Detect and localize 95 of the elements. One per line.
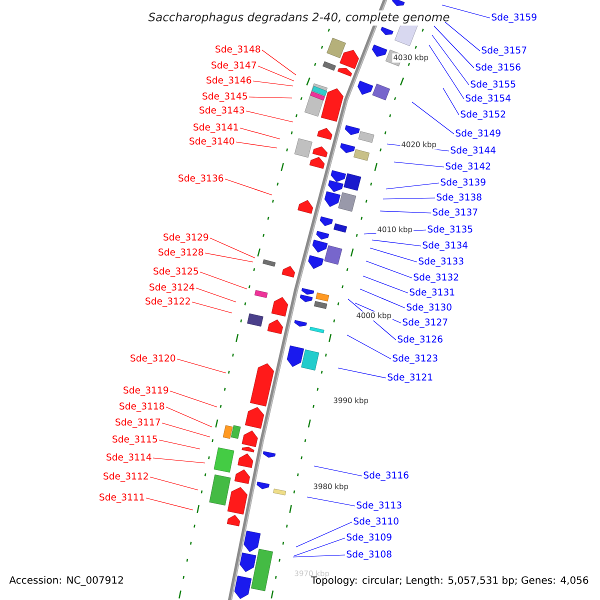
leader-line	[240, 128, 280, 140]
gene-label: Sde_3137	[432, 208, 478, 218]
gene-label: Sde_3143	[200, 106, 244, 116]
leader-line	[294, 538, 346, 556]
gene-label: Sde_3147	[212, 61, 256, 71]
leader-line	[192, 302, 232, 314]
leader-line	[146, 498, 194, 510]
gene-label: Sde_3140	[190, 137, 234, 147]
leader-line	[338, 368, 386, 378]
gene-label: Sde_3133	[418, 257, 464, 267]
gene-label: Sde_3121	[388, 373, 432, 383]
leader-line	[292, 554, 346, 558]
leader-line	[296, 522, 352, 548]
gene-label: Sde_3128	[158, 248, 204, 258]
title: Saccharophagus degradans 2-40, complete genome	[146, 10, 452, 26]
leader-line	[306, 496, 356, 506]
leader-line	[158, 440, 200, 450]
gene-label: Sde_3114	[106, 453, 152, 463]
leader-line	[236, 142, 278, 148]
gene-label: Sde_3138	[436, 193, 482, 203]
gene-label: Sde_3131	[410, 288, 454, 298]
gene-label: Sde_3154	[466, 94, 511, 104]
gene-label: Sde_3115	[112, 435, 157, 445]
leader-line	[248, 96, 292, 98]
gene-label: Sde_3159	[492, 13, 536, 23]
gene-label: Sde_3110	[354, 517, 398, 527]
gene-label: Sde_3134	[422, 241, 468, 251]
leader-line	[196, 288, 236, 302]
gene-label: Sde_3125	[154, 267, 198, 277]
gene-label: Sde_3142	[446, 162, 490, 172]
gene-label: Sde_3152	[460, 110, 506, 120]
leader-line	[372, 240, 422, 246]
gene-label: Sde_3123	[392, 354, 438, 364]
leader-line	[314, 466, 362, 476]
leader-line	[380, 210, 432, 214]
gene-label: Sde_3132	[414, 273, 458, 283]
leader-line	[152, 458, 206, 464]
leader-line	[170, 390, 218, 408]
gene-label: Sde_3108	[346, 550, 392, 560]
gene-label: Sde_3135	[428, 225, 472, 235]
gene-label: Sde_3130	[406, 303, 452, 313]
gene-label: Sde_3156	[476, 63, 520, 73]
gene-label: Sde_3145	[202, 92, 247, 102]
gene-label: Sde_3139	[440, 178, 486, 188]
gene-label: Sde_3149	[456, 129, 500, 139]
gene-label: Sde_3144	[450, 146, 496, 156]
leader-line	[434, 26, 474, 68]
gene-label: Sde_3127	[402, 318, 448, 328]
leader-line	[224, 178, 272, 196]
leader-line	[394, 162, 444, 168]
leader-line	[162, 422, 210, 438]
gene-label: Sde_3109	[346, 533, 392, 543]
footer-text: Topology: circular; Length: 5,057,531 bp; Genes: 4,056	[310, 576, 588, 586]
leader-line	[360, 288, 406, 308]
gene-label: Sde_3122	[146, 297, 190, 307]
leader-line	[150, 476, 198, 490]
leader-line	[204, 252, 254, 262]
gene-label: Sde_3146	[206, 76, 252, 86]
leader-line	[362, 276, 408, 294]
gene-label: Sde_3119	[124, 386, 168, 396]
gene-label: Sde_3116	[364, 471, 408, 481]
leader-line	[210, 238, 256, 258]
gene-label: Sde_3136	[178, 174, 224, 184]
leader-line	[444, 22, 480, 52]
leader-line	[428, 44, 464, 100]
gene-label: Sde_3157	[482, 46, 526, 56]
gene-label: Sde_3141	[194, 123, 238, 133]
leader-line	[166, 406, 212, 428]
leader-line	[262, 50, 296, 76]
leader-line	[442, 88, 460, 116]
gene-label: Sde_3120	[130, 354, 176, 364]
leader-line	[412, 102, 454, 134]
leader-line	[382, 198, 436, 200]
gene-label: Sde_3155	[470, 80, 516, 90]
gene-label: Sde_3148	[216, 45, 260, 55]
gene-label: Sde_3129	[164, 233, 208, 243]
leader-line	[258, 66, 294, 82]
leader-line	[432, 34, 470, 86]
gene-label: Sde_3126	[398, 335, 442, 345]
gene-label: Sde_3117	[116, 418, 160, 428]
gene-label: Sde_3118	[120, 402, 164, 412]
leader-line	[252, 80, 294, 86]
leader-line	[346, 334, 392, 360]
leader-line	[200, 272, 248, 290]
gene-label: Sde_3124	[150, 283, 194, 293]
gene-label: Sde_3113	[356, 501, 402, 511]
leader-line	[366, 260, 412, 278]
leader-line	[386, 182, 440, 190]
leader-line	[370, 248, 418, 262]
leader-line	[246, 110, 294, 122]
footer-text: Accession: NC_007912	[9, 576, 123, 586]
leader-line	[176, 358, 226, 374]
gene-label: Sde_3111	[100, 493, 144, 503]
leader-line	[442, 4, 490, 18]
gene-label: Sde_3112	[104, 472, 148, 482]
